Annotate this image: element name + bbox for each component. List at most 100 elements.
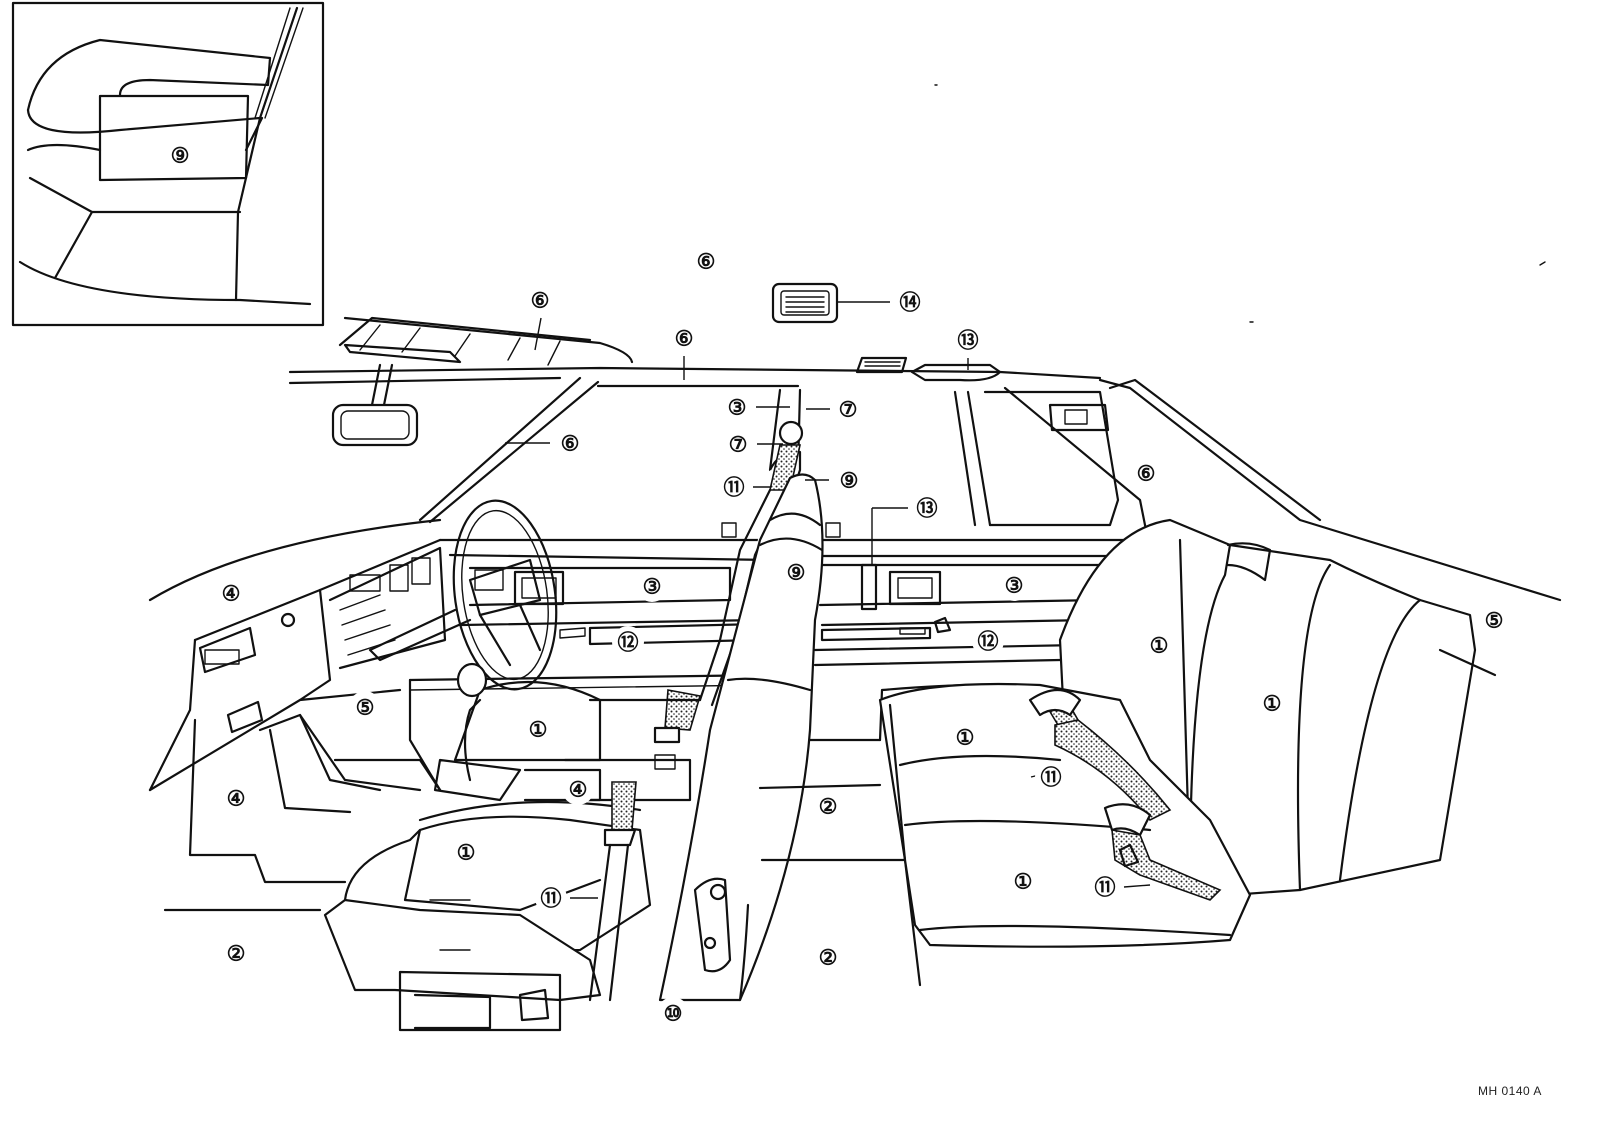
callout-circle	[522, 713, 554, 745]
callout-c11b: ⑪	[1035, 761, 1067, 793]
roof-headliner	[288, 84, 1562, 602]
callout-label: ⑭	[900, 291, 921, 315]
callout-circle	[1256, 687, 1288, 719]
callout-label: ⑤	[1485, 610, 1504, 633]
callout-label: ④	[569, 779, 588, 802]
callout-circle	[1007, 865, 1039, 897]
front-seat-belt	[518, 781, 637, 1022]
callout-c10: ⑩	[657, 997, 689, 1029]
callout-c4b: ④	[220, 782, 252, 814]
callout-c1f: ①	[1256, 687, 1288, 719]
callout-label: ②	[819, 796, 838, 819]
callout-circle	[833, 464, 865, 496]
callout-circle	[215, 577, 247, 609]
callout-c11d: ⑪	[1089, 871, 1121, 903]
callout-c3a: ③	[721, 391, 753, 423]
callout-c6c: ⑥	[668, 322, 700, 354]
dashboard	[148, 518, 447, 792]
callout-c1c: ①	[949, 721, 981, 753]
callout-label: ⑦	[729, 434, 748, 457]
callout-circle	[612, 626, 644, 658]
callout-label: ⑪	[1041, 766, 1062, 790]
callout-circle	[998, 569, 1030, 601]
callout-circle	[1478, 604, 1510, 636]
callout-label: ⑬	[958, 329, 979, 353]
callout-c2a: ②	[220, 937, 252, 969]
callout-circle	[535, 882, 567, 914]
callout-c5a: ⑤	[349, 691, 381, 723]
callout-label: ①	[1150, 635, 1169, 658]
assist-grip	[910, 363, 1002, 382]
callout-circle	[949, 721, 981, 753]
callout-circle	[636, 570, 668, 602]
callout-c7b: ⑦	[722, 428, 754, 460]
callout-circle	[562, 773, 594, 805]
callout-c9b: ⑨	[833, 464, 865, 496]
callout-c1b: ①	[450, 836, 482, 868]
callout-circle	[722, 428, 754, 460]
callout-label: ⑨	[787, 562, 806, 585]
callout-circle	[812, 941, 844, 973]
callout-circle	[668, 322, 700, 354]
callout-c1e: ①	[1143, 629, 1175, 661]
callout-label: ⑥	[561, 433, 580, 456]
callout-c2b: ②	[812, 790, 844, 822]
callout-c7a: ⑦	[832, 393, 864, 425]
front-seat-right	[453, 473, 824, 1002]
callout-label: ④	[227, 788, 246, 811]
callout-label: ①	[1263, 693, 1282, 716]
callout-c12a: ⑫	[612, 626, 644, 658]
diagram-code: MH 0140 A	[1478, 1084, 1542, 1098]
callout-circle	[524, 284, 556, 316]
callout-circle	[972, 625, 1004, 657]
callout-label: ⑥	[531, 290, 550, 313]
callout-c3b: ③	[636, 570, 668, 602]
callout-label: ⑨	[171, 145, 190, 168]
rear-seat-belts	[1028, 688, 1222, 901]
callout-label: ①	[956, 727, 975, 750]
front-room-lamp	[855, 356, 908, 374]
callout-circle	[718, 471, 750, 503]
front-seat-left	[323, 662, 692, 1032]
callout-label: ⑬	[917, 497, 938, 521]
callout-label: ③	[1005, 575, 1024, 598]
callout-circle	[164, 139, 196, 171]
callout-circle	[690, 245, 722, 277]
callout-c4c: ④	[562, 773, 594, 805]
callout-c5b: ⑤	[1478, 604, 1510, 636]
callout-circle	[952, 324, 984, 356]
callout-label: ⑩	[664, 1003, 683, 1026]
callout-circle	[894, 286, 926, 318]
inset-armrest-detail	[11, 1, 325, 327]
callout-label: ⑪	[1095, 876, 1116, 900]
callout-label: ①	[457, 842, 476, 865]
callout-c6e: ⑥	[1130, 457, 1162, 489]
callout-label: ⑫	[618, 631, 639, 655]
callout-circle	[220, 937, 252, 969]
callout-circle	[780, 556, 812, 588]
callout-circle	[1089, 871, 1121, 903]
callout-label: ④	[222, 583, 241, 606]
callout-label: ③	[643, 576, 662, 599]
callout-circle	[1143, 629, 1175, 661]
callout-circle	[554, 427, 586, 459]
callout-circle	[450, 836, 482, 868]
callout-label: ⑪	[541, 887, 562, 911]
callout-circle	[349, 691, 381, 723]
callout-circle	[1130, 457, 1162, 489]
callout-label: ①	[1014, 871, 1033, 894]
callout-c11c: ⑪	[535, 882, 567, 914]
callout-label: ②	[227, 943, 246, 966]
callout-c1d: ①	[1007, 865, 1039, 897]
callout-c13b: ⑬	[911, 492, 943, 524]
callout-label: ⑤	[356, 697, 375, 720]
callout-c1a: ①	[522, 713, 554, 745]
callout-circle	[220, 782, 252, 814]
callout-circle	[812, 790, 844, 822]
callout-circle	[657, 997, 689, 1029]
callout-label: ⑥	[1137, 463, 1156, 486]
callout-label: ⑥	[675, 328, 694, 351]
callout-c12b: ⑫	[972, 625, 1004, 657]
callout-c9c: ⑨	[780, 556, 812, 588]
